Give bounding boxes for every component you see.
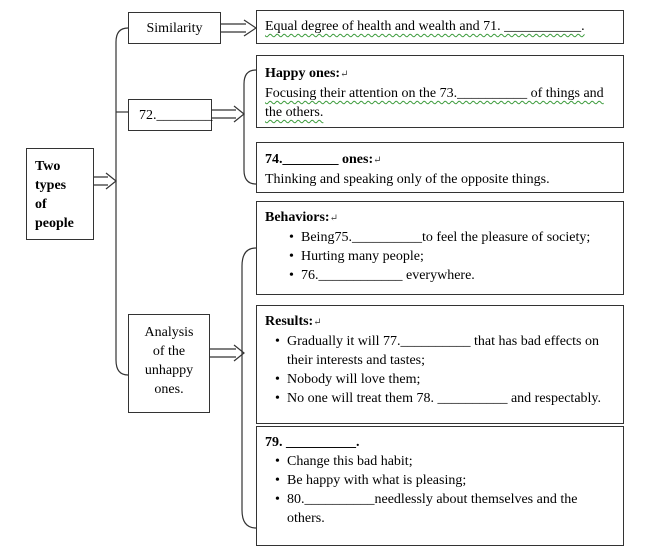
happy-text: Focusing their attention on the 73._____…	[265, 86, 604, 120]
arrow-72	[212, 105, 245, 123]
results-item: Gradually it will 77.__________ that has…	[275, 332, 615, 370]
q74-text: Thinking and speaking only of the opposi…	[265, 172, 550, 187]
similarity-content-box: Equal degree of health and wealth and 71…	[256, 10, 624, 44]
q79-item: 80.__________needlessly about themselves…	[275, 490, 615, 528]
return-mark: ↵	[340, 69, 349, 80]
main-bracket	[115, 27, 129, 376]
q79-heading: 79. __________.	[265, 435, 360, 450]
return-mark: ↵	[329, 213, 338, 224]
q79-item: Be happy with what is pleasing;	[275, 471, 615, 490]
results-list: Gradually it will 77.__________ that has…	[265, 332, 615, 408]
analysis-line-4: ones.	[154, 382, 184, 397]
happy-heading: Happy ones:	[265, 66, 341, 81]
analysis-line-1: Analysis	[144, 325, 194, 340]
two-types-line-2: types	[35, 178, 67, 193]
results-box: Results:↵ Gradually it will 77._________…	[256, 305, 624, 424]
bracket-analysis	[241, 247, 257, 529]
behaviors-list: Being75.__________to feel the pleasure o…	[265, 228, 615, 285]
two-types-box: Two types of people	[26, 148, 94, 240]
q79-box: 79. __________. Change this bad habit; B…	[256, 426, 624, 546]
behaviors-item: 76.____________ everywhere.	[289, 266, 615, 285]
return-mark: ↵	[373, 155, 382, 166]
q74-box: 74.________ ones:↵ Thinking and speaking…	[256, 142, 624, 193]
results-item: Nobody will love them;	[275, 370, 615, 389]
arrow-two-types	[94, 172, 117, 190]
happy-box: Happy ones:↵ Focusing their attention on…	[256, 55, 624, 128]
q79-list: Change this bad habit; Be happy with wha…	[265, 452, 615, 528]
behaviors-item: Being75.__________to feel the pleasure o…	[289, 228, 615, 247]
q79-item: Change this bad habit;	[275, 452, 615, 471]
similarity-label: Similarity	[146, 21, 203, 36]
arrow-analysis	[210, 344, 245, 362]
q72-label: 72.________	[139, 108, 213, 123]
analysis-box: Analysis of the unhappy ones.	[128, 314, 210, 413]
results-item: No one will treat them 78. __________ an…	[275, 389, 615, 408]
return-mark: ↵	[313, 317, 322, 328]
two-types-line-1: Two	[35, 159, 61, 174]
behaviors-box: Behaviors:↵ Being75.__________to feel th…	[256, 201, 624, 295]
two-types-line-3: of	[35, 197, 47, 212]
q74-heading: 74.________ ones:	[265, 152, 374, 167]
two-types-line-4: people	[35, 216, 74, 231]
results-heading: Results:	[265, 314, 314, 329]
bracket-72	[243, 69, 257, 185]
similarity-text: Equal degree of health and wealth and 71…	[265, 19, 585, 34]
analysis-line-3: unhappy	[144, 363, 194, 378]
analysis-line-2: of the	[152, 344, 186, 359]
behaviors-item: Hurting many people;	[289, 247, 615, 266]
similarity-label-box: Similarity	[128, 12, 221, 44]
arrow-similarity	[221, 19, 258, 37]
q72-label-box: 72.________	[128, 99, 213, 131]
behaviors-heading: Behaviors:	[265, 210, 330, 225]
